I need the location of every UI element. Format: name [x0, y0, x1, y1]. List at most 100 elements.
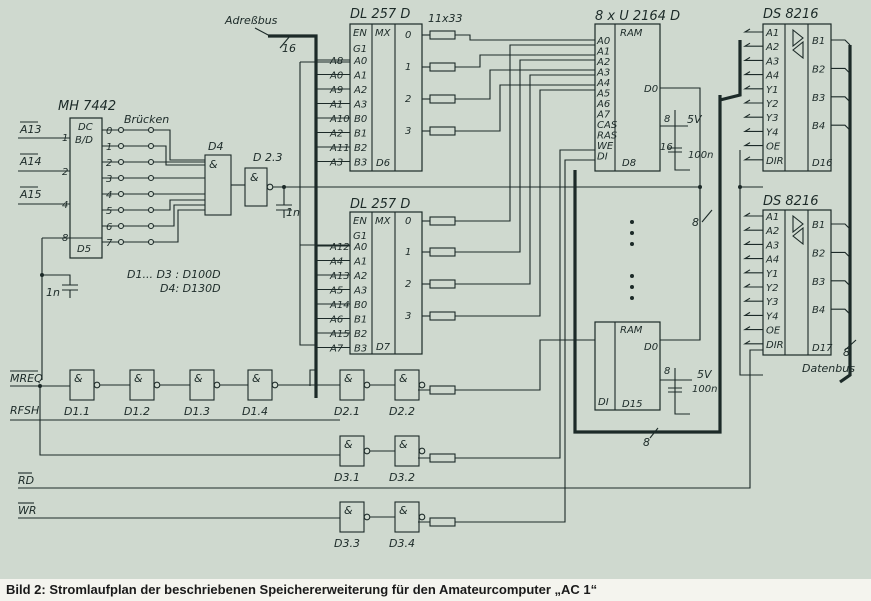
- gate-symbol-1: &: [399, 438, 408, 451]
- note-d1-d3: D1... D3 : D100D: [127, 268, 221, 281]
- gate-bubble-1: [153, 381, 161, 389]
- ds-bot-rwire-2: [831, 280, 851, 287]
- data-bus-width-bottom: 8: [643, 436, 650, 449]
- ds-bot-lwire-2: [743, 240, 763, 245]
- ds-top-left-8: OE: [766, 142, 781, 153]
- mux-bot-ref: D7: [376, 342, 391, 353]
- mux-top-ext-2: A9: [329, 85, 343, 96]
- gate-symbol-0: &: [344, 504, 353, 517]
- res-out-2: [455, 69, 595, 100]
- ds-top-right-2: B3: [812, 93, 825, 104]
- resistor-4: [429, 216, 456, 226]
- gate-symbol-4: &: [344, 372, 353, 385]
- address-bus: Adreßbus 16: [224, 14, 318, 398]
- ds-bot-left-5: Y2: [766, 283, 778, 294]
- decoder-func: DC: [78, 122, 93, 133]
- resistor-ras: [429, 385, 456, 395]
- ds-top-lwire-2: [743, 56, 763, 61]
- ram2-dout: D0: [644, 342, 658, 353]
- cas-wire: [418, 149, 595, 459]
- gate-label-D1.3: D1.3: [184, 405, 210, 418]
- gate-label-D3.2: D3.2: [389, 471, 415, 484]
- mux-bot-g1: G1: [353, 231, 367, 242]
- mux-top-ext-5: A2: [329, 129, 343, 140]
- mux-bot-out-3: 3: [405, 311, 411, 322]
- gate-symbol-2: &: [194, 372, 203, 385]
- mux-bot-name: DL 257 D: [350, 197, 410, 212]
- address-bus-width: 16: [282, 42, 296, 55]
- ds-bot-lwire-9: [743, 340, 763, 345]
- mux-bot-en: EN: [353, 216, 367, 227]
- ds-top-left-0: A1: [765, 28, 779, 39]
- decoder-out-6: 6: [106, 222, 112, 233]
- ds-top-lwire-4: [743, 85, 763, 90]
- gate-d4-symbol: &: [209, 158, 218, 171]
- signal-rd: RD: [18, 474, 34, 487]
- ds-bot-rwire-1: [831, 251, 851, 258]
- resistor-3: [429, 126, 456, 136]
- ras-wire: [418, 339, 595, 391]
- ds-bot-left-6: Y3: [766, 297, 778, 308]
- mux-bot-mx: MX: [375, 216, 392, 227]
- gate-d23-label: D 2.3: [253, 151, 282, 164]
- gate-d4-label: D4: [208, 140, 223, 153]
- gate-symbol-0: &: [74, 372, 83, 385]
- ds-top-right-1: B2: [812, 64, 825, 75]
- mux-top-out-0: 0: [405, 30, 411, 41]
- ds-bot-lwire-1: [743, 226, 763, 231]
- transceiver-ds8216-top: DS 8216 D16 A1A2A3A4Y1Y2Y3Y4OEDIRB1B2B3B…: [743, 7, 851, 172]
- schematic: MH 7442 DC B/D D5 1 2 4 8 0 1 2 3 4 5 6 …: [10, 7, 857, 550]
- ds-bot-left-4: Y1: [766, 269, 778, 280]
- ds-bot-left-3: A4: [765, 255, 779, 266]
- mux-top-en: EN: [353, 28, 367, 39]
- vcc-bottom: 5V: [697, 368, 713, 381]
- ds-bot-lwire-7: [743, 311, 763, 316]
- mux-top-ext-4: A10: [329, 114, 350, 125]
- ds-top-lwire-9: [743, 156, 763, 161]
- mux-bot-pin-7: B3: [354, 344, 367, 355]
- ram-pin-7: A7: [596, 110, 611, 121]
- ds-top-left-3: A4: [765, 71, 779, 82]
- ds-top-lwire-3: [743, 71, 763, 76]
- gate-bubble-1: [418, 447, 426, 455]
- mux-bot-out-0: 0: [405, 216, 411, 227]
- ram-pin-9: RAS: [597, 131, 618, 142]
- cap-16-top: 16: [660, 142, 673, 153]
- resistor-array: 11x33: [422, 12, 595, 321]
- data-bus-label: Datenbus: [802, 362, 855, 375]
- address-bus-label: Adreßbus: [224, 14, 278, 27]
- mux-top-pin-4: B0: [354, 114, 367, 125]
- res-out-4: [455, 44, 595, 222]
- gate-d23-symbol: &: [250, 171, 259, 184]
- mux-dl257-bottom: DL 257 D EN MX G1 D7 A0A12A1A4A2A13A3A5B…: [316, 197, 423, 355]
- mux-top-pin-6: B2: [354, 143, 367, 154]
- signal-rfsh: RFSH: [10, 404, 39, 417]
- resistor-we: [429, 517, 456, 527]
- mux-bot-pin-6: B2: [354, 329, 367, 340]
- res-out-7: [455, 89, 595, 317]
- ds-bot-left-0: A1: [765, 212, 779, 223]
- mux-top-out-2: 2: [405, 94, 411, 105]
- mux-select-wire: [299, 61, 350, 346]
- ds-bot-ref: D17: [812, 343, 833, 354]
- data-bus-width-right: 8: [843, 346, 850, 359]
- ram-pin-2: A2: [596, 57, 610, 68]
- mux-bot-pin-5: B1: [354, 315, 367, 326]
- gate-row-3: &D3.3&D3.4: [334, 501, 426, 550]
- gate-label-D2.2: D2.2: [389, 405, 415, 418]
- cap-8-top: 8: [664, 114, 670, 125]
- ram-type: RAM: [620, 28, 643, 39]
- mux-top-ext-3: A1: [329, 100, 343, 111]
- gate-label-D3.3: D3.3: [334, 537, 360, 550]
- ds-bot-left-9: DIR: [766, 340, 784, 351]
- address-inputs: A13 A14 A15 1n: [18, 121, 78, 380]
- gate-bubble-5: [418, 381, 426, 389]
- ds-top-rwire-3: [831, 124, 851, 131]
- gate-label-D1.2: D1.2: [124, 405, 150, 418]
- decoder-out-4: 4: [106, 190, 112, 201]
- gate-label-D1.1: D1.1: [64, 405, 90, 418]
- ds-bot-left-8: OE: [766, 326, 781, 337]
- decoder-ref: D5: [77, 244, 91, 255]
- ds-bot-right-2: B3: [812, 277, 825, 288]
- gate-label-D3.4: D3.4: [389, 537, 415, 550]
